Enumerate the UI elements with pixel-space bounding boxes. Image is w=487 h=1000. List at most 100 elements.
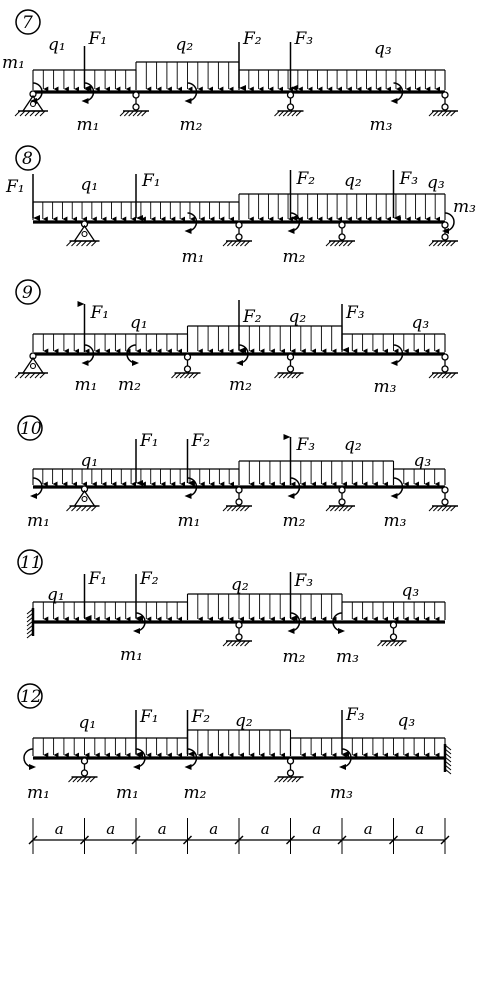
- ground-hatch: [278, 776, 285, 783]
- wall-hatch: [444, 744, 452, 751]
- ground-hatch: [445, 505, 452, 512]
- ground-hatch: [329, 505, 336, 512]
- moment-arrow: [390, 82, 404, 104]
- hinge: [286, 757, 295, 765]
- roller-support: [325, 221, 355, 247]
- wall-hatch: [26, 620, 34, 627]
- ground-hatch: [381, 640, 388, 647]
- hinge: [235, 221, 243, 229]
- label-q1: q₁: [79, 713, 97, 733]
- wall-hatch: [444, 760, 452, 767]
- scheme-number-circle: [15, 9, 41, 35]
- ground-hatch: [29, 372, 36, 379]
- dimension-slash: [80, 835, 89, 845]
- roller-support: [274, 353, 304, 379]
- scheme-number-circle: [17, 415, 43, 441]
- ground-hatch: [222, 240, 229, 247]
- ground-hatch: [222, 505, 229, 512]
- hinge: [235, 486, 243, 494]
- ground-hatch: [287, 110, 293, 117]
- hinge: [81, 495, 88, 503]
- ground-hatch: [437, 372, 444, 379]
- ground-hatch: [34, 372, 41, 379]
- ground-hatch: [81, 776, 87, 783]
- roller-support: [222, 621, 252, 647]
- ground-hatch: [239, 240, 246, 247]
- roller-support: [377, 621, 407, 647]
- hinge: [80, 757, 89, 765]
- ground-hatch: [441, 372, 448, 379]
- label-m1: m₁: [120, 645, 143, 665]
- hinge: [80, 769, 89, 777]
- label-m2: m₂: [180, 115, 203, 135]
- ground-hatch: [235, 640, 242, 647]
- label-F2: F₂: [242, 307, 262, 327]
- moment-arrow: [184, 477, 198, 499]
- ground-hatch: [342, 240, 349, 247]
- label-m1: m₁: [77, 115, 100, 135]
- ground-hatch: [291, 776, 298, 783]
- ground-hatch: [390, 640, 396, 647]
- dimension-slash: [389, 835, 398, 845]
- label-q3: q₃: [374, 39, 392, 59]
- label-q3: q₃: [414, 451, 432, 471]
- moment-arrow: [287, 212, 301, 234]
- hinge: [338, 486, 346, 494]
- wall-hatch: [444, 768, 452, 775]
- ground-hatch: [226, 640, 233, 647]
- ground-hatch: [274, 372, 280, 379]
- ground-hatch: [226, 240, 233, 247]
- ground-hatch: [76, 505, 82, 512]
- moment-arrow: [126, 344, 139, 366]
- ground-hatch: [274, 110, 280, 117]
- ground-hatch: [325, 505, 332, 512]
- ground-hatch: [338, 240, 345, 247]
- scheme-number: 8: [22, 149, 33, 169]
- ground-hatch: [278, 372, 285, 379]
- ground-hatch: [72, 776, 79, 783]
- ground-hatch: [244, 240, 251, 247]
- ground-hatch: [450, 240, 457, 247]
- label-F3: F₃: [399, 169, 419, 189]
- ground-hatch: [385, 640, 392, 647]
- label-m1: m₁: [27, 783, 50, 803]
- hinge: [338, 233, 346, 241]
- wall-hatch: [26, 624, 34, 631]
- label-q1: q₁: [48, 35, 66, 55]
- hinge: [286, 91, 295, 99]
- ground-hatch: [171, 372, 177, 379]
- ground-hatch: [19, 110, 26, 117]
- roller-support: [274, 757, 304, 783]
- wall-hatch: [444, 748, 452, 755]
- label-F2: F₂: [296, 169, 316, 189]
- ground-hatch: [432, 505, 439, 512]
- moment-arrow: [30, 477, 43, 499]
- pin-support: [66, 220, 100, 247]
- label-m2: m₂: [229, 375, 252, 395]
- hinge: [441, 353, 449, 361]
- moment-arrow: [184, 748, 198, 770]
- label-q2: q₂: [235, 711, 253, 731]
- roller-support: [428, 353, 458, 379]
- ground-hatch: [71, 240, 77, 247]
- moment-arrow: [184, 212, 198, 234]
- wall-hatch: [26, 628, 34, 635]
- distributed-load: [238, 460, 395, 487]
- hinge: [286, 769, 295, 777]
- roller-support: [68, 757, 98, 783]
- hinge: [286, 103, 295, 111]
- hinge: [389, 633, 398, 641]
- hinge: [235, 498, 243, 506]
- ground-hatch: [437, 110, 444, 117]
- dimension-slash: [183, 835, 192, 845]
- fixed-wall-support: [26, 608, 35, 639]
- label-m2: m₂: [184, 783, 207, 803]
- ground-hatch: [188, 372, 195, 379]
- moment-arrow: [287, 477, 301, 499]
- label-m1: m₁: [182, 247, 205, 267]
- ground-hatch: [239, 505, 246, 512]
